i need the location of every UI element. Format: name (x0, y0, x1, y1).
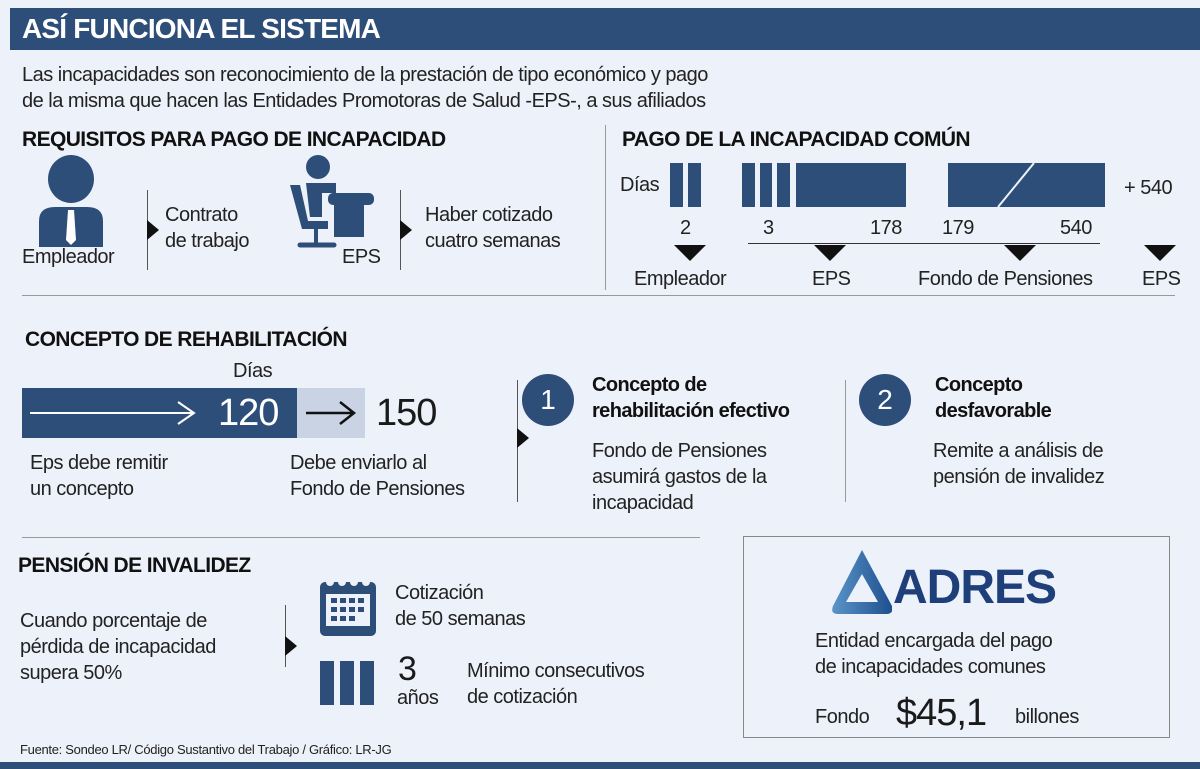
c1-text-3: incapacidad (592, 492, 694, 514)
arrow-icon (285, 636, 297, 656)
contract-line-2: de trabajo (165, 230, 249, 252)
adres-desc-1: Entidad encargada del pago (815, 630, 1053, 652)
rehab-dias: Días (233, 360, 273, 382)
adres-desc-2: de incapacidades comunes (815, 656, 1046, 678)
c1-title-1: Concepto de (592, 374, 707, 396)
plus-540: + 540 (1124, 177, 1173, 199)
payer-eps: EPS (812, 268, 851, 290)
days-120: 120 (218, 392, 279, 434)
c2-text-1: Remite a análisis de (933, 440, 1104, 462)
calendar-icon (320, 578, 376, 636)
c1-title-2: rehabilitación efectivo (592, 400, 790, 422)
cotizado-line-2: cuatro semanas (425, 230, 561, 252)
cot-2: de 50 semanas (395, 608, 526, 630)
c2-title-2: desfavorable (935, 400, 1052, 422)
intro-line-2: de la misma que hacen las Entidades Prom… (22, 90, 706, 112)
years-number: 3 (398, 650, 417, 688)
day-bar (777, 163, 790, 207)
fondo-label: Fondo (815, 706, 870, 728)
cond-2: pérdida de incapacidad (20, 636, 216, 658)
day-540: 540 (1060, 217, 1092, 239)
cot-1: Cotización (395, 582, 484, 604)
employer-label: Empleador (22, 246, 115, 268)
payer-fondo: Fondo de Pensiones (918, 268, 1093, 290)
adres-box (743, 536, 1170, 738)
c2-text-2: pensión de invalidez (933, 466, 1105, 488)
arrow-icon (147, 220, 159, 240)
adres-logo-icon (832, 550, 892, 614)
invalidez-title: PENSIÓN DE INVALIDEZ (18, 554, 251, 577)
arrow-down-icon (1004, 245, 1036, 261)
footer-bar (0, 762, 1200, 769)
header-bar (10, 8, 1200, 50)
day-bar (760, 163, 772, 207)
fondo-unit: billones (1015, 706, 1079, 728)
min-2: de cotización (467, 686, 578, 708)
years-unit: años (397, 687, 439, 709)
page-title: ASÍ FUNCIONA EL SISTEMA (22, 13, 381, 44)
cond-3: supera 50% (20, 662, 122, 684)
eps-label: EPS (342, 246, 381, 268)
number-badge-2: 2 (859, 374, 911, 426)
day-3: 3 (763, 217, 774, 239)
employer-icon (39, 155, 103, 247)
pago-title: PAGO DE LA INCAPACIDAD COMÚN (622, 128, 971, 151)
office-worker-icon (290, 155, 374, 248)
day-bar (688, 163, 701, 207)
source-note: Fuente: Sondeo LR/ Código Sustantivo del… (20, 742, 392, 757)
day-179: 179 (942, 217, 974, 239)
c2-title-1: Concepto (935, 374, 1023, 396)
requisitos-title: REQUISITOS PARA PAGO DE INCAPACIDAD (22, 128, 446, 151)
payer-empleador: Empleador (634, 268, 727, 290)
day-178: 178 (870, 217, 902, 239)
rehab-left-1: Eps debe remitir (30, 452, 168, 474)
number-badge-1: 1 (522, 374, 574, 426)
fondo-amount: $45,1 (896, 692, 987, 734)
c1-text-2: asumirá gastos de la (592, 466, 767, 488)
fondo-bar (948, 163, 1105, 207)
rehab-mid-2: Fondo de Pensiones (290, 478, 465, 500)
arrow-down-icon (814, 245, 846, 261)
days-150: 150 (376, 392, 437, 434)
rehab-mid-1: Debe enviarlo al (290, 452, 427, 474)
three-bars-icon (320, 661, 374, 705)
contract-line-1: Contrato (165, 204, 238, 226)
day-bar (670, 163, 683, 207)
day-bar (742, 163, 755, 207)
arrow-down-icon (674, 245, 706, 261)
cotizado-line-1: Haber cotizado (425, 204, 553, 226)
rehab-title: CONCEPTO DE REHABILITACIÓN (25, 328, 348, 351)
adres-logo-text: ADRES (893, 561, 1057, 614)
payer-eps-2: EPS (1142, 268, 1181, 290)
rehab-left-2: un concepto (30, 478, 134, 500)
day-bar (796, 163, 906, 207)
cond-1: Cuando porcentaje de (20, 610, 207, 632)
intro-line-1: Las incapacidades son reconocimiento de … (22, 64, 708, 86)
arrow-right-icon (306, 401, 356, 425)
dias-label: Días (620, 174, 660, 196)
arrow-down-icon (1144, 245, 1176, 261)
arrow-icon (517, 428, 529, 448)
c1-text-1: Fondo de Pensiones (592, 440, 767, 462)
arrow-right-icon (30, 401, 196, 425)
arrow-icon (400, 220, 412, 240)
min-1: Mínimo consecutivos (467, 660, 645, 682)
day-2: 2 (680, 217, 691, 239)
